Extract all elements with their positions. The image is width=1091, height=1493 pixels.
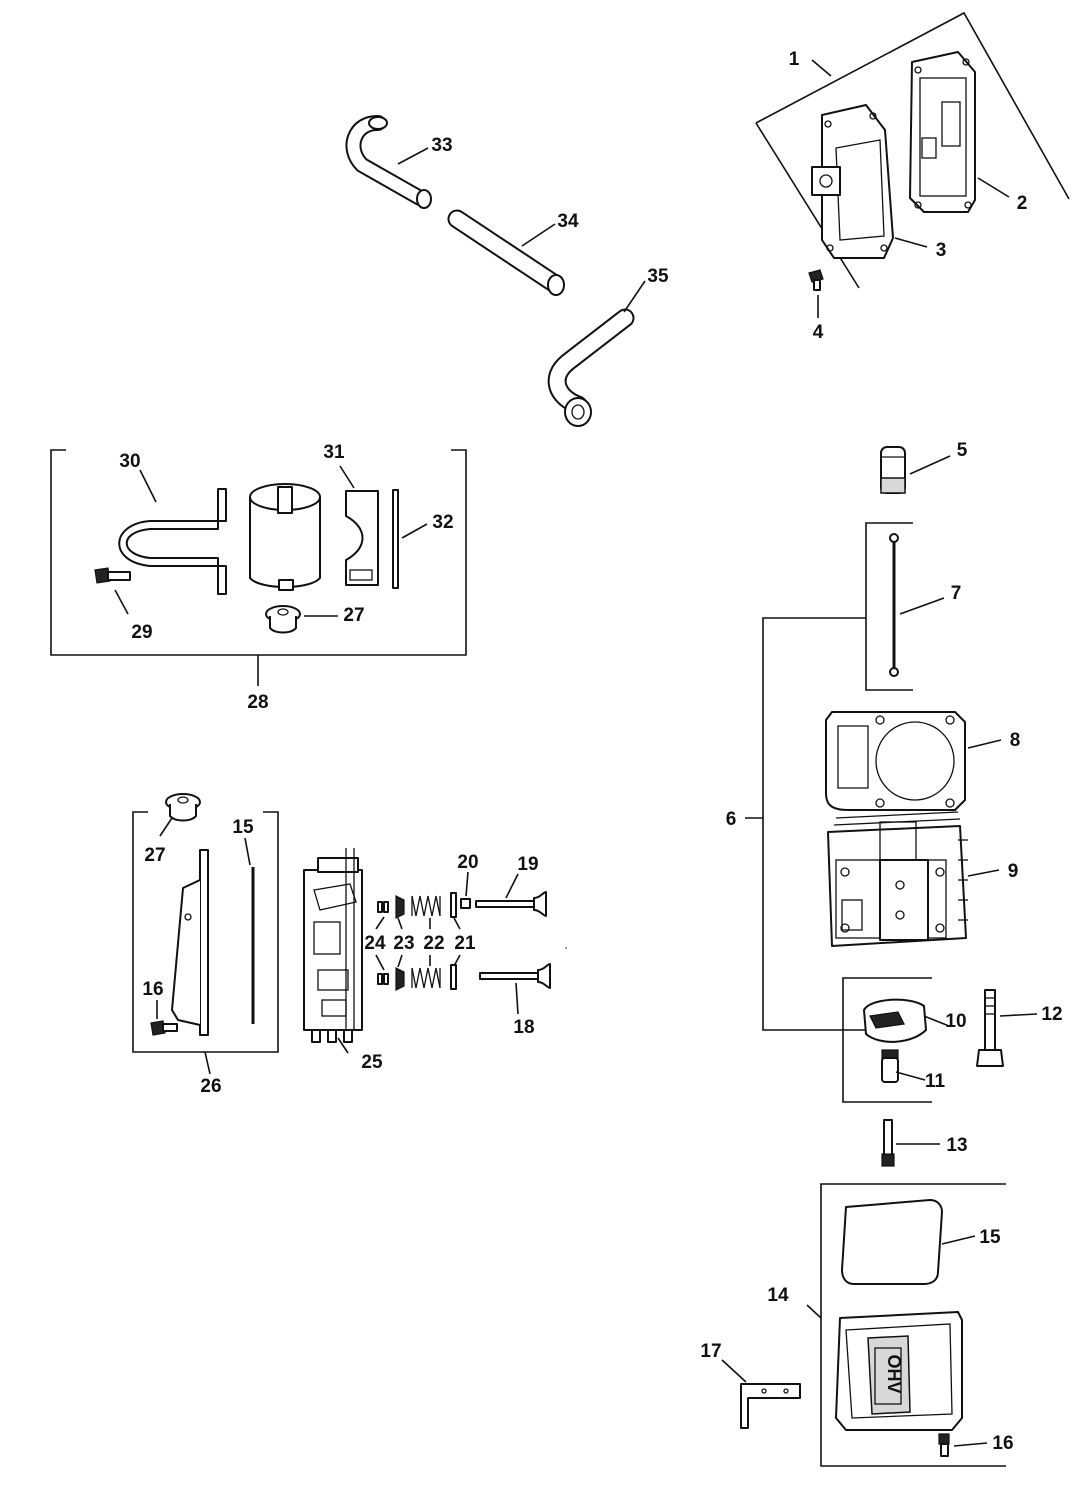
kit-10-bracket	[842, 977, 932, 1103]
callout-28: 28	[247, 692, 268, 713]
part-16-bolt-right	[938, 1433, 950, 1457]
part-8-head-gasket	[825, 711, 966, 811]
part-12-head-bolt	[976, 989, 1004, 1067]
part-34-hose	[447, 209, 565, 296]
part-10-rocker-arm	[863, 998, 927, 1043]
callout-22: 22	[423, 933, 444, 954]
callout-26: 26	[200, 1076, 221, 1097]
callout-16-left: 16	[142, 979, 163, 1000]
callout-9: 9	[1008, 861, 1019, 882]
kit-1-outline	[755, 11, 1070, 289]
cover-stamp: OHV	[884, 1354, 904, 1393]
callout-20: 20	[457, 852, 478, 873]
callout-27-left: 27	[144, 845, 165, 866]
part-4-screw	[808, 269, 824, 291]
part-26-cover-plate	[171, 849, 209, 1036]
part-23-retainers	[395, 895, 405, 991]
part-25-cylinder-head	[303, 848, 363, 1043]
part-16-bolt-left	[150, 1020, 178, 1036]
callout-15-right: 15	[979, 1227, 1001, 1248]
part-13-stud	[881, 1119, 895, 1167]
callout-34: 34	[557, 211, 579, 232]
callout-32: 32	[432, 512, 453, 533]
callout-8: 8	[1010, 730, 1021, 751]
valve-train-leaders	[337, 871, 519, 1054]
right-column-leaders	[895, 455, 1038, 1145]
part-27-grommet-left	[165, 793, 201, 822]
callout-21: 21	[454, 933, 476, 954]
callout-18: 18	[513, 1017, 534, 1038]
callout-35: 35	[647, 266, 669, 287]
callout-14-label: 14	[767, 1285, 789, 1306]
part-18-intake-valve	[479, 963, 551, 989]
group-14-leaders	[721, 1235, 988, 1447]
part-30-clamp	[118, 488, 227, 595]
callout-31: 31	[323, 442, 345, 463]
part-17-bracket	[740, 1383, 801, 1429]
part-15-gasket-right	[841, 1199, 943, 1285]
kit-6-bracket	[745, 522, 913, 1031]
part-32-strip	[392, 489, 399, 589]
callout-3: 3	[936, 240, 947, 261]
callout-23: 23	[393, 933, 414, 954]
group-1-leaders	[811, 59, 1010, 318]
part-3-valve-cover	[811, 104, 894, 259]
callout-24: 24	[364, 933, 386, 954]
hose-leaders	[397, 147, 646, 313]
callout-11: 11	[925, 1071, 946, 1092]
part-19-exhaust-valve	[475, 891, 547, 917]
callout-7: 7	[951, 583, 962, 604]
group-26-leaders	[156, 817, 251, 1019]
callout-16-right: 16	[992, 1433, 1013, 1454]
callout-30: 30	[119, 451, 140, 472]
part-5-lifter	[880, 446, 906, 494]
part-7-push-rod	[889, 533, 899, 677]
kit-26-bracket	[132, 811, 279, 1075]
part-21-seals	[450, 892, 457, 990]
group-28-leaders	[114, 465, 428, 617]
part-2-gasket	[909, 51, 976, 213]
kit-14-bracket	[806, 1183, 1006, 1467]
part-29-bolt	[94, 567, 131, 584]
callout-25: 25	[361, 1052, 383, 1073]
part-33-elbow-hose	[345, 115, 432, 209]
callout-5: 5	[957, 440, 968, 461]
part-35-elbow-hose	[547, 308, 635, 427]
callout-27-top: 27	[343, 605, 364, 626]
part-11-pivot	[881, 1049, 899, 1083]
part-fuel-filter	[249, 483, 321, 591]
callout-17: 17	[700, 1341, 721, 1362]
part-31-holder	[345, 490, 379, 586]
part-14-rocker-cover: OHV	[835, 1311, 963, 1431]
callout-10: 10	[945, 1011, 966, 1032]
callout-6: 6	[726, 809, 737, 830]
stray-dot	[565, 947, 567, 949]
part-22-springs	[411, 895, 441, 989]
callout-15-left: 15	[232, 817, 254, 838]
callout-13: 13	[946, 1135, 967, 1156]
callout-12: 12	[1041, 1004, 1062, 1025]
callout-2: 2	[1017, 193, 1028, 214]
callout-14-text: 14	[767, 1285, 789, 1306]
callout-4: 4	[813, 322, 824, 343]
kit-28-bracket	[50, 449, 467, 686]
part-24-keepers	[377, 901, 389, 985]
callout-19: 19	[517, 854, 538, 875]
callout-33: 33	[431, 135, 452, 156]
callout-1: 1	[789, 49, 800, 70]
callout-29: 29	[131, 622, 152, 643]
part-27-grommet-top	[265, 605, 301, 634]
part-20-cap	[460, 898, 471, 909]
part-9-cylinder-head	[827, 811, 968, 947]
